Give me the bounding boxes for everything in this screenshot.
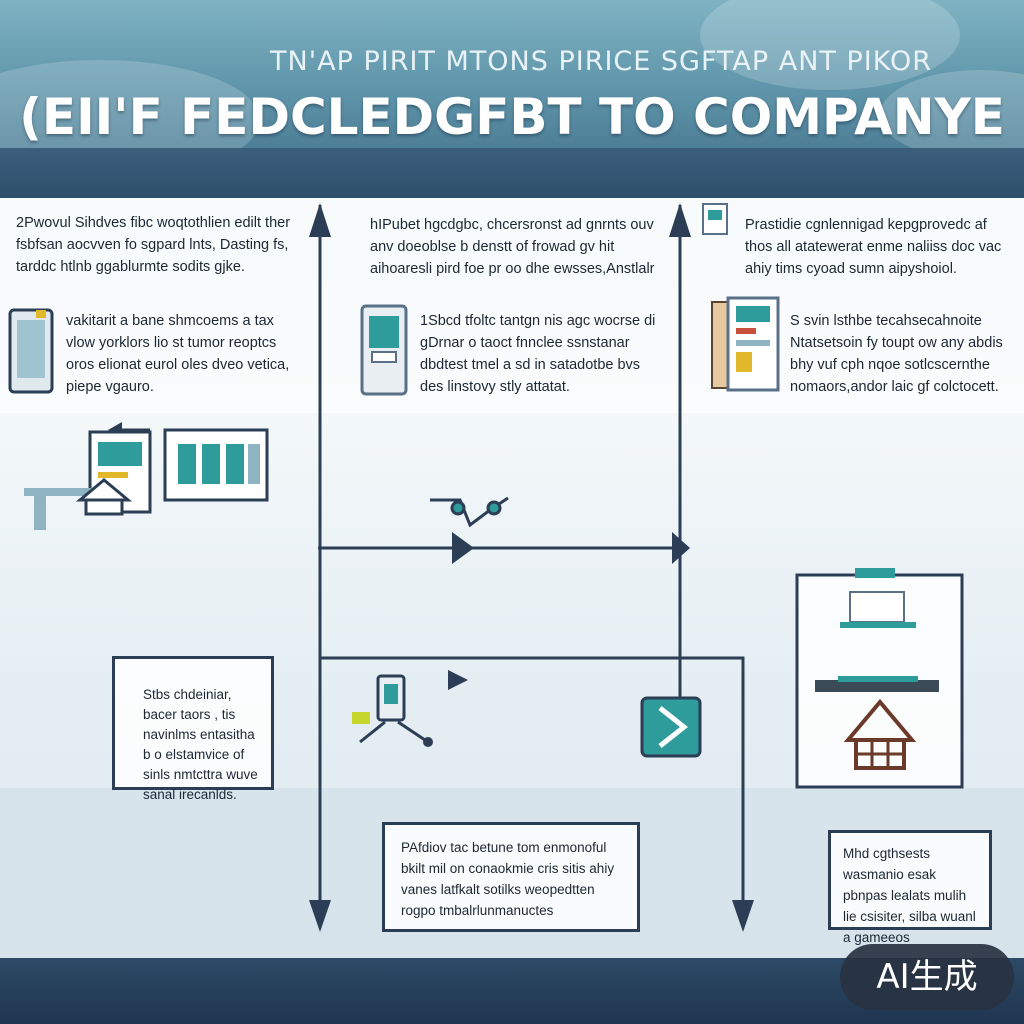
arrow-up-icon bbox=[669, 203, 691, 237]
page-title: (EII'F FEDCLEDGFBT TO COMPANYE bbox=[19, 88, 1005, 146]
text-block-top-right: Prastidie cgnlennigad kepgprovedc af tho… bbox=[745, 217, 1002, 277]
arrow-right-icon bbox=[672, 532, 690, 564]
arrow-up-icon bbox=[309, 203, 331, 237]
text-block-top-left: 2Pwovul Sihdves fibc woqtothlien edilt t… bbox=[16, 215, 291, 275]
header-band bbox=[0, 148, 1024, 198]
page-subtitle: TN'AP PIRIT MTONS PIRICE SGFTAP ANT PIKO… bbox=[270, 46, 932, 77]
document-icon bbox=[702, 203, 728, 235]
content-stripe bbox=[0, 198, 1024, 413]
phone-node-icon bbox=[352, 674, 433, 747]
ai-generated-badge: AI生成 bbox=[840, 944, 1014, 1010]
report-icon bbox=[711, 296, 780, 392]
text-block-top-center: hIPubet hgcdgbc, chcersronst ad gnrnts o… bbox=[370, 217, 655, 277]
info-box-bottom-right: Mhd cgthsests wasmanio esak pbnpas leala… bbox=[828, 830, 992, 945]
tablet-icon bbox=[360, 304, 408, 396]
house-panel bbox=[795, 568, 964, 789]
workstation-icon bbox=[24, 428, 269, 530]
info-box-lower-left: Stbs chdeiniar, bacer taors , tis navinl… bbox=[112, 656, 274, 802]
flow-line bbox=[320, 656, 745, 915]
tablet-icon bbox=[8, 308, 54, 394]
info-box-bottom-center: PAfdiov tac betune tom enmonoful bkilt m… bbox=[382, 822, 640, 932]
text-block-mid-right: S svin lsthbe tecahsecahnoite Ntatsetsoi… bbox=[790, 313, 1003, 395]
arrow-right-icon bbox=[448, 670, 468, 690]
text-block-mid-left: vakitarit a bane shmcoems a tax vlow yor… bbox=[66, 313, 290, 395]
arrow-down-icon bbox=[309, 900, 331, 932]
header-banner bbox=[0, 0, 1024, 198]
next-step-icon bbox=[640, 696, 702, 758]
cloud-shape bbox=[700, 0, 960, 90]
arrow-right-icon bbox=[452, 532, 474, 564]
arrow-down-icon bbox=[732, 900, 754, 932]
text-block-mid-center: 1Sbcd tfoltc tantgn nis agc wocrse di gD… bbox=[420, 313, 656, 395]
connector-icon bbox=[430, 496, 509, 528]
